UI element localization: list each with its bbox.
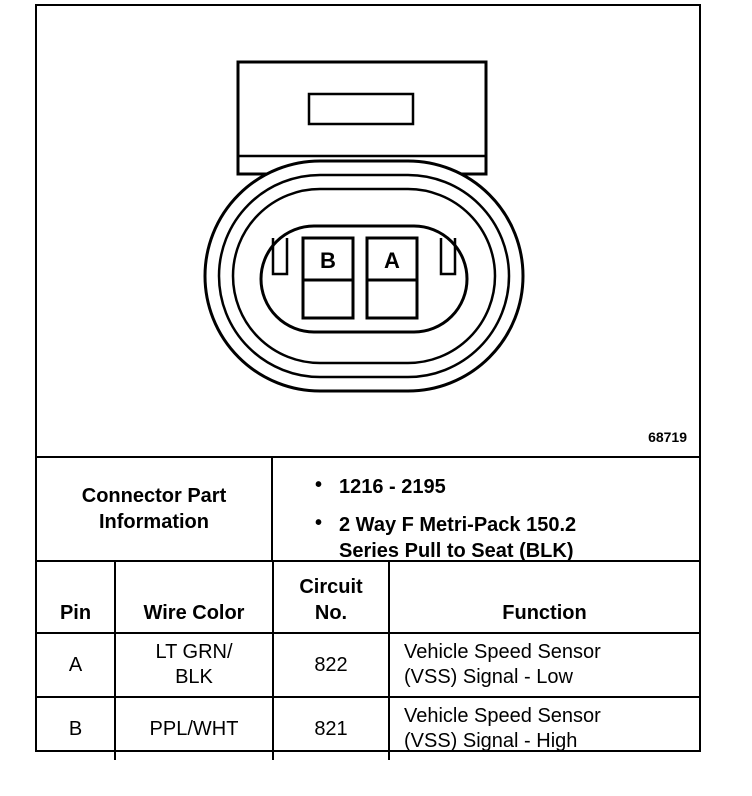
connector-info-row: Connector Part Information • 1216 - 2195… — [37, 456, 699, 562]
part-number: 1216 - 2195 — [339, 476, 446, 498]
header-circuit: Circuit No. — [272, 562, 390, 634]
cell-circuit: 821 — [272, 696, 390, 760]
connector-seal-ring — [217, 173, 511, 379]
figure-number: 68719 — [648, 429, 687, 445]
cell-function: Vehicle Speed Sensor (VSS) Signal - High — [388, 696, 699, 760]
header-pin: Pin — [37, 562, 116, 634]
terminal-a-bottom — [365, 278, 419, 320]
cell-wire-color: PPL/WHT — [114, 696, 274, 760]
cell-pin: A — [37, 632, 116, 698]
table-header-row: Pin Wire Color Circuit No. Function — [37, 562, 699, 634]
cell-wire-color: LT GRN/ BLK — [114, 632, 274, 698]
connector-description: 2 Way F Metri-Pack 150.2 Series Pull to … — [339, 514, 577, 562]
header-wire-color: Wire Color — [114, 562, 274, 634]
connector-info-label: Connector Part Information — [37, 458, 273, 560]
bullet-icon: • — [315, 512, 323, 534]
connector-info-list: • 1216 - 2195 • 2 Way F Metri-Pack 150.2… — [273, 458, 699, 562]
cell-circuit: 822 — [272, 632, 390, 698]
header-function: Function — [388, 562, 699, 634]
latch-window — [307, 92, 415, 126]
connector-outer-shell — [203, 159, 525, 393]
table-row: B PPL/WHT 821 Vehicle Speed Sensor (VSS)… — [37, 696, 699, 760]
terminal-b-bottom — [301, 278, 355, 320]
connector-inner-ring — [231, 187, 497, 365]
connector-diagram: B A 68719 — [37, 6, 699, 456]
table-row: A LT GRN/ BLK 822 Vehicle Speed Sensor (… — [37, 632, 699, 698]
terminal-b-top — [301, 236, 355, 282]
terminal-cavity — [259, 224, 469, 334]
pin-table: Pin Wire Color Circuit No. Function A LT… — [37, 562, 699, 760]
connector-end-view-frame: B A 68719 Connector Part Information • 1… — [35, 4, 701, 760]
bullet-icon: • — [315, 474, 323, 496]
pin-label-b: B — [320, 248, 336, 273]
terminal-a-top — [365, 236, 419, 282]
cell-pin: B — [37, 696, 116, 760]
pin-label-a: A — [384, 248, 400, 273]
connector-face-drawing: B A — [203, 60, 525, 393]
cell-function: Vehicle Speed Sensor (VSS) Signal - Low — [388, 632, 699, 698]
